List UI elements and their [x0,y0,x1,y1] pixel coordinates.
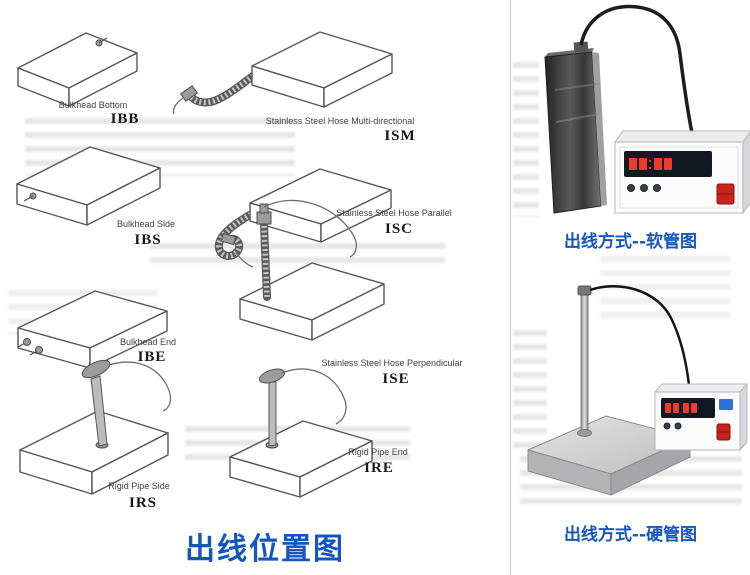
diagram-item-ise: Stainless Steel Hose Perpendicular ISE [239,199,463,387]
generator-knob [653,184,661,192]
caption-flexible-hose: 出线方式--软管图 [563,232,698,252]
photo-flexible-hose [544,4,750,215]
generator-knob [627,184,635,192]
diagram-item-isc: Stainless Steel Hose Parallel ISC [214,168,452,268]
diagram-item-irs: Rigid Pipe Side IRS [19,359,172,511]
item-label-ibs: Bulkhead Side [117,219,175,229]
diagram-title: 出线位置图 [185,532,345,567]
flexible-cable [579,4,694,134]
rigid-pipe [90,375,108,447]
bulkhead-fitting [23,338,31,346]
generator-knob [674,422,682,430]
diagram-item-ibe: Bulkhead End IBE [17,290,176,369]
diagram-item-ire: Rigid Pipe End IRE [229,368,408,498]
item-code-ire: IRE [364,460,394,476]
bleed-artifact [150,243,445,265]
hose-fitting [256,211,272,225]
hose-cap [259,203,269,214]
generator-knob [640,184,648,192]
rigid-pipe [268,381,277,447]
caption-rigid-pipe: 出线方式--硬管图 [563,525,698,545]
generator-knob [663,422,671,430]
diagram-item-ibb: Bulkhead Bottom IBB [17,32,140,127]
diagram-item-ibs: Bulkhead Side IBS [16,146,175,248]
ultrasonic-generator [614,130,750,215]
bulkhead-fitting [35,346,43,354]
hose-fitting [179,85,199,102]
item-label-irs: Rigid Pipe Side [108,481,170,491]
transducer-plate-vertical [544,41,607,214]
bleed-artifact [513,62,539,217]
vertical-divider [510,0,511,575]
item-code-isc: ISC [385,221,413,237]
item-label-ibb: Bulkhead Bottom [59,100,128,110]
rigid-pipe [580,291,589,435]
pipe-paddle [81,359,111,379]
brand-logo [719,399,733,410]
pipe-elbow [577,285,592,296]
item-label-ire: Rigid Pipe End [348,447,408,457]
power-cable [589,284,691,386]
transducer-plate-horizontal [526,415,692,496]
item-label-ise: Stainless Steel Hose Perpendicular [321,358,462,368]
ultrasonic-generator [653,382,749,452]
diagram-item-ism: Stainless Steel Hose Multi-directional I… [172,31,415,144]
item-code-ism: ISM [384,128,415,144]
item-code-ibe: IBE [138,349,167,365]
photo-rigid-pipe [526,284,749,496]
hose-fitting [220,232,237,246]
outlet-position-diagram: Bulkhead Bottom IBB Stainless Steel Hose… [16,31,463,511]
item-code-ise: ISE [382,371,409,387]
item-code-irs: IRS [129,495,157,511]
cable-gland [573,41,589,53]
item-code-ibs: IBS [134,232,161,248]
item-label-ism: Stainless Steel Hose Multi-directional [266,116,415,126]
pipe-flange [577,429,592,437]
item-code-ibb: IBB [111,111,140,127]
bleed-artifact [600,256,730,322]
item-label-isc: Stainless Steel Hose Parallel [336,208,452,218]
bleed-artifact [513,330,547,455]
item-label-ibe: Bulkhead End [120,337,176,347]
